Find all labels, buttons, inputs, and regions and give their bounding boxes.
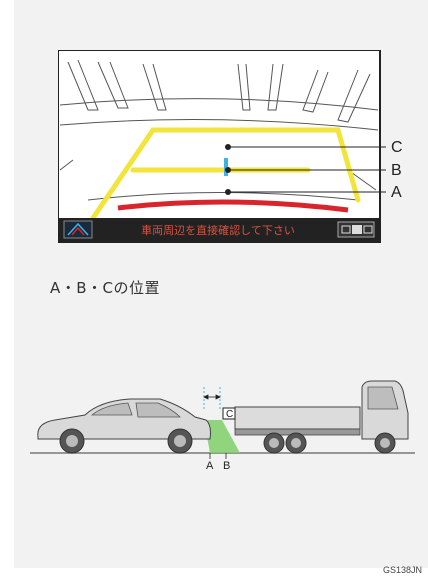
truck — [234, 380, 409, 454]
callout-b: B — [391, 162, 402, 179]
dimension-arrow — [203, 394, 221, 400]
callout-lines — [228, 146, 386, 193]
camera-range-zone — [204, 420, 240, 453]
side-view-illustration: C A B — [30, 365, 420, 479]
screen-frame — [57, 49, 381, 243]
guide-line-red — [117, 199, 349, 213]
sedan-car — [37, 398, 211, 454]
label-c: C — [226, 409, 233, 420]
camera-screen-svg: C B A 車両周辺を直接確認して下さい — [57, 49, 403, 243]
center-marker — [224, 158, 228, 176]
label-a: A — [206, 460, 214, 472]
guide-outer — [90, 127, 361, 221]
position-caption: A・B・Cの位置 — [50, 279, 161, 297]
callout-a: A — [391, 184, 402, 201]
callout-c: C — [391, 139, 403, 156]
side-view-svg: C A B — [30, 380, 415, 472]
label-box-c — [222, 407, 236, 420]
figure-code: GS138JN — [382, 565, 422, 575]
scene-lines — [59, 59, 379, 201]
label-b: B — [223, 460, 230, 472]
camera-screen: C B A 車両周辺を直接確認して下さい — [57, 49, 418, 254]
warning-text: 車両周辺を直接確認して下さい — [141, 223, 295, 237]
warning-bar — [59, 218, 379, 241]
camera-mode-icon — [63, 220, 93, 239]
